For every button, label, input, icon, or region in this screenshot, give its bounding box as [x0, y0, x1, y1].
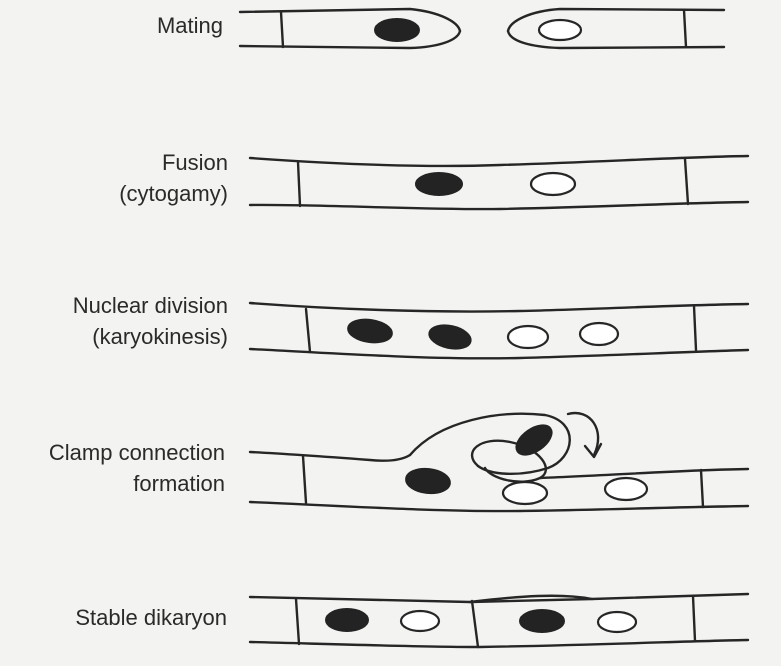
- nucleus-light: [580, 323, 618, 345]
- migration-arrow: [568, 413, 598, 455]
- nucleus-dark: [347, 317, 394, 345]
- septum-middle: [472, 601, 478, 647]
- septum-left: [303, 456, 306, 503]
- hypha-top-wall-left: [250, 452, 410, 461]
- hypha-top-wall: [250, 303, 748, 312]
- stage-mating: [240, 9, 724, 48]
- stage-nuclear-division: [250, 303, 748, 358]
- nucleus-light: [508, 326, 548, 348]
- nucleus-light: [605, 478, 647, 500]
- septum-left: [296, 599, 299, 644]
- nucleus-light: [531, 173, 575, 195]
- hypha-bottom-wall: [250, 202, 748, 209]
- stage-clamp-connection: [250, 413, 748, 511]
- nucleus-dark: [326, 609, 368, 631]
- nucleus-dark: [427, 322, 473, 352]
- stage-stable-dikaryon: [250, 594, 748, 647]
- hypha-right-septum: [684, 10, 686, 47]
- hypha-left-bottom-wall: [240, 31, 460, 48]
- septum-left: [306, 309, 310, 352]
- hypha-left-top-wall: [240, 9, 460, 31]
- septum-right: [693, 596, 695, 641]
- nucleus-light: [539, 20, 581, 40]
- septum-right: [694, 306, 696, 350]
- nucleus-dark: [416, 173, 462, 195]
- nucleus-dark: [520, 610, 564, 632]
- nucleus-dark-in-clamp: [511, 420, 556, 461]
- nucleus-light: [401, 611, 439, 631]
- hypha-bottom-wall: [250, 502, 748, 511]
- hypha-top-wall: [250, 156, 748, 166]
- nucleus-dark: [405, 467, 451, 495]
- septum-right: [685, 159, 688, 204]
- nucleus-light: [598, 612, 636, 632]
- hypha-top-wall-right: [540, 469, 748, 478]
- hypha-bottom-wall: [250, 349, 748, 358]
- septum-right: [701, 470, 703, 507]
- hypha-left-septum: [281, 12, 283, 47]
- migration-arrowhead: [585, 444, 601, 457]
- nucleus-dark: [375, 19, 419, 41]
- hypha-bottom-wall: [250, 640, 748, 647]
- stage-fusion: [250, 156, 748, 209]
- nucleus-light: [503, 482, 547, 504]
- septum-left: [298, 162, 300, 206]
